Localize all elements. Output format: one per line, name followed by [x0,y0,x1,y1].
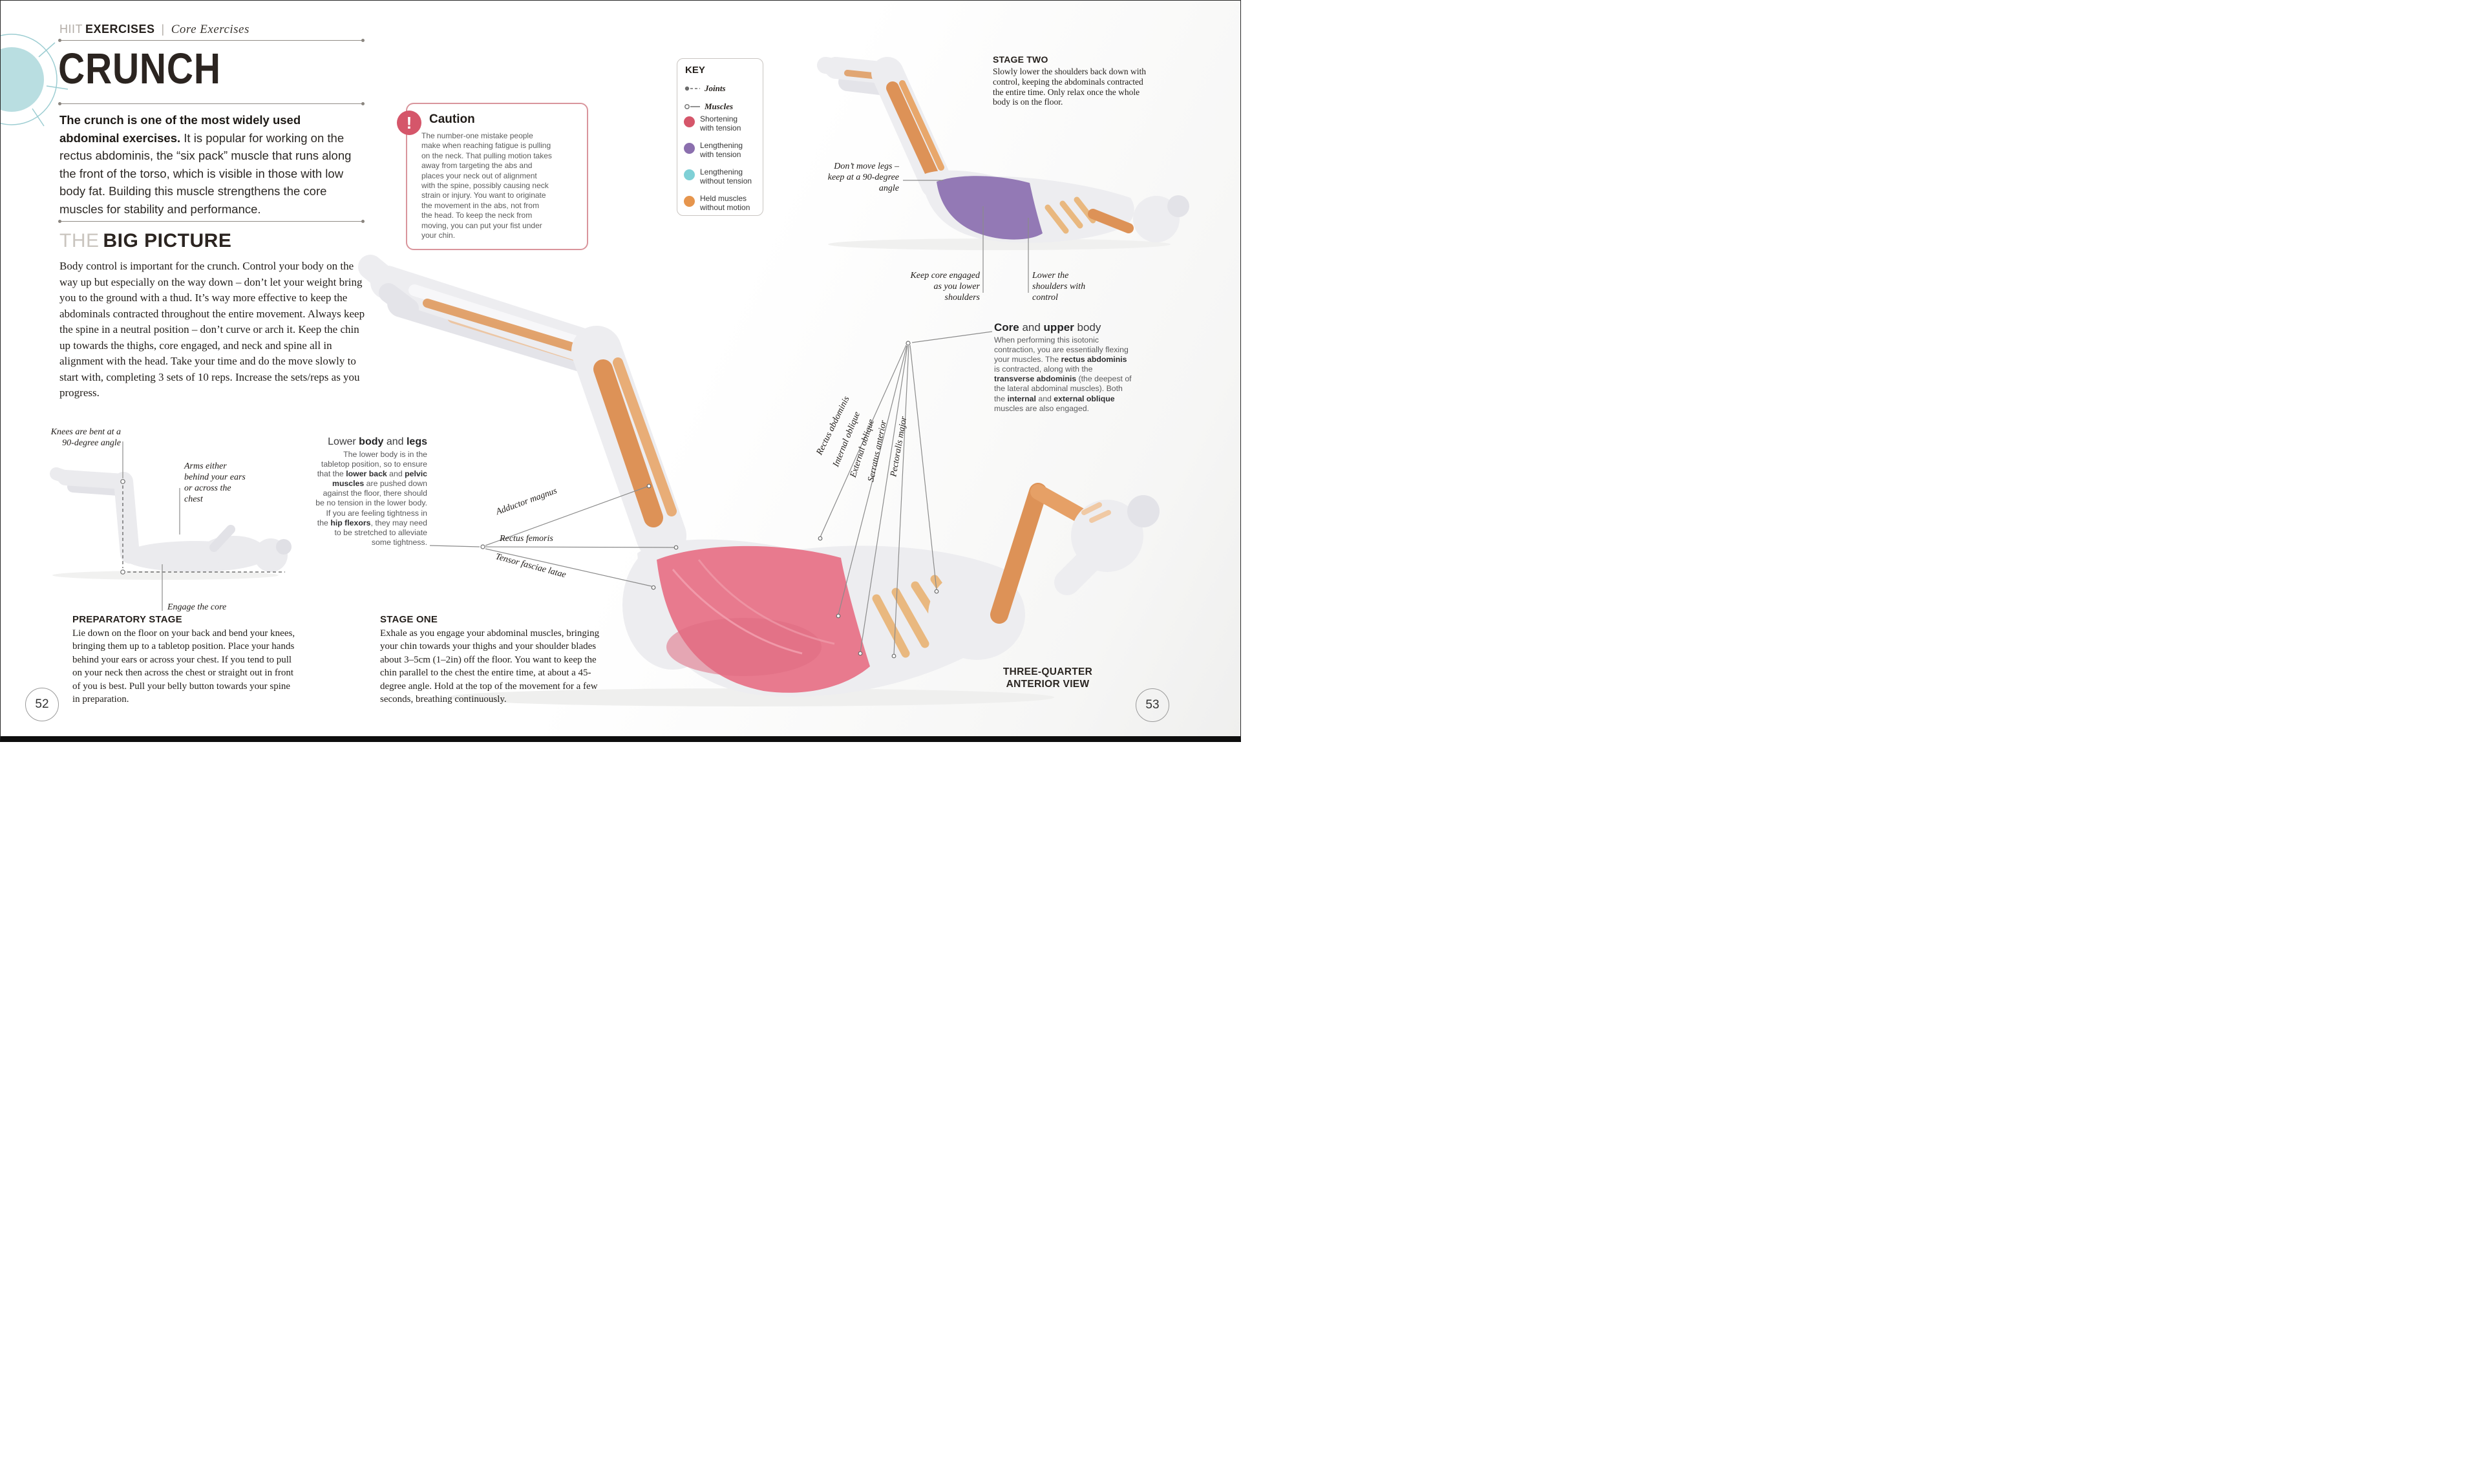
caution-box: ! Caution The number-one mistake people … [397,103,588,250]
caution-body: The number-one mistake people make when … [421,131,552,240]
lower-body-heading: Lower body and legs [328,436,427,447]
page-title: CRUNCH [58,45,221,93]
annotation-knees-bent: Knees are bent at a 90-degree angle [50,427,121,448]
teal-dot-icon [684,169,695,180]
annotation-keep-core-engaged: Keep core engaged as you lower shoulders [910,271,980,302]
key-item-label: Shortening [700,114,738,123]
preparatory-figure-illustration [50,467,292,580]
page-number-right: 53 [1136,688,1169,722]
header-rule [58,39,365,42]
muscle-marker-icon [684,104,700,109]
stage-two-title: STAGE TWO [993,54,1048,65]
preparatory-stage-block: PREPARATORY STAGE Lie down on the floor … [72,615,300,706]
orange-dot-icon [684,196,695,207]
stage-one-block: STAGE ONE Exhale as you engage your abdo… [380,615,605,706]
intro-paragraph: The crunch is one of the most widely use… [59,113,352,216]
caution-title: Caution [429,112,475,126]
core-upper-text: When performing this isotonic contractio… [994,335,1132,413]
view-label: THREE-QUARTER ANTERIOR VIEW [996,666,1099,690]
annotation-lower-shoulders: Lower the shoulders with control [1032,271,1086,302]
key-item-label: Lengthening [700,141,743,150]
key-item-label: Lengthening [700,167,743,176]
annotation-arms-position: Arms either behind your ears or across t… [184,461,246,504]
title-rule [58,102,365,105]
preparatory-body: Lie down on the floor on your back and b… [72,628,295,705]
main-figure-illustration [358,255,1160,706]
purple-dot-icon [684,143,695,154]
key-joints-label: Joints [705,83,726,93]
header-divider: | [161,23,165,36]
leader-lines [120,180,1029,659]
preparatory-title: PREPARATORY STAGE [72,614,182,625]
lower-body-text: The lower body is in the tabletop positi… [315,450,427,547]
joint-marker-icon [684,86,700,91]
caution-exclamation-icon: ! [397,111,421,135]
teal-target-decoration [1,34,69,127]
stage-two-block: STAGE TWO Slowly lower the shoulders bac… [993,55,1156,107]
big-picture-heading-bold: BIG PICTURE [103,230,232,251]
stage-one-body: Exhale as you engage your abdominal musc… [380,628,600,705]
key-item-label: Held muscles [700,194,747,203]
lower-body-legs-block: Lower body and legs The lower body is in… [315,436,427,547]
series-label: HIIT [59,23,83,36]
anatomy-illustration [1,34,1189,706]
big-picture-heading-light: THE [59,230,100,251]
annotation-engage-core: Engage the core [167,602,227,612]
core-upper-body-block: Core and upper body When performing this… [994,322,1134,414]
key-muscles-label: Muscles [705,101,734,111]
key-row-joints: Joints [684,83,726,94]
red-dot-icon [684,116,695,127]
intro-rule [58,220,365,223]
key-title: KEY [685,65,705,76]
key-item-label: without tension [700,176,752,186]
big-picture-body: Body control is important for the crunch… [59,260,365,399]
page-number-left: 52 [25,688,59,721]
annotation-dont-move-legs: Don’t move legs – keep at a 90-degree an… [827,162,899,193]
stage-two-figure-illustration [817,57,1189,250]
core-upper-heading: Core and upper body [994,321,1101,334]
key-item-label: with tension [700,123,741,132]
key-item-label: without motion [700,202,750,212]
key-row-muscles: Muscles [684,101,733,112]
series-label-bold: EXERCISES [85,23,155,36]
key-item-label: with tension [700,149,741,159]
stage-two-body: Slowly lower the shoulders back down wit… [993,67,1146,107]
section-label: Core Exercises [171,23,249,36]
stage-one-title: STAGE ONE [380,614,438,625]
view-label-line2: ANTERIOR VIEW [1006,679,1090,690]
view-label-line1: THREE-QUARTER [1002,666,1093,677]
muscle-label-rectus-femoris: Rectus femoris [500,534,553,544]
